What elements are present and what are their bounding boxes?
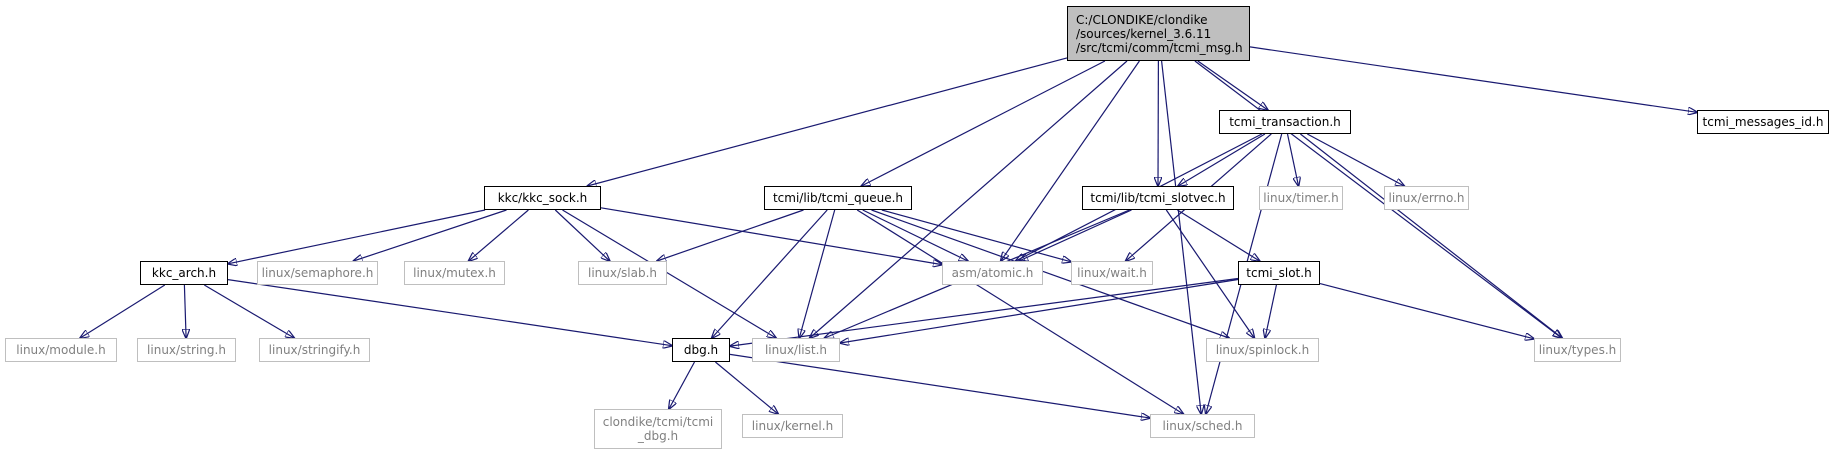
- edge-tcmi-transaction-to-linux-errno: [1307, 133, 1404, 186]
- edge-kkc-sock-to-linux-list: [562, 209, 777, 338]
- edge-root-to-tcmi-queue: [861, 60, 1106, 186]
- edge-kkc-sock-to-asm-atomic: [600, 207, 942, 265]
- node-label: /sources/kernel_3.6.11: [1076, 26, 1212, 41]
- node-label: linux/wait.h: [1077, 266, 1147, 280]
- node-asm-atomic[interactable]: asm/atomic.h: [942, 261, 1043, 285]
- node-linux-stringify[interactable]: linux/stringify.h: [259, 338, 370, 362]
- edge-tcmi-slotvec-to-tcmi-slot: [1177, 209, 1259, 261]
- node-linux-wait[interactable]: linux/wait.h: [1071, 261, 1153, 285]
- edge-tcmi-queue-to-linux-sched: [856, 209, 1183, 414]
- node-tcmi-transaction[interactable]: tcmi_transaction.h: [1219, 110, 1351, 134]
- node-tcmi-queue[interactable]: tcmi/lib/tcmi_queue.h: [764, 186, 912, 210]
- node-label: clondike/tcmi/tcmi: [602, 415, 714, 429]
- node-dbg[interactable]: dbg.h: [672, 338, 730, 362]
- edge-tcmi-queue-to-linux-wait: [881, 209, 1071, 262]
- node-label: linux/errno.h: [1388, 191, 1465, 205]
- node-linux-module[interactable]: linux/module.h: [5, 338, 117, 362]
- node-label: C:/CLONDIKE/clondike: [1076, 12, 1208, 27]
- edge-tcmi-slot-to-linux-spinlock: [1265, 284, 1277, 338]
- node-label: asm/atomic.h: [951, 266, 1034, 280]
- node-tcmi-messages-id[interactable]: tcmi_messages_id.h: [1697, 110, 1829, 134]
- edge-root-to-linux-list: [810, 60, 1128, 338]
- node-label: tcmi_transaction.h: [1229, 115, 1341, 129]
- node-linux-sched[interactable]: linux/sched.h: [1150, 414, 1255, 438]
- edge-root-to-linux-sched: [1161, 60, 1202, 414]
- edge-root-to-asm-atomic: [1001, 60, 1140, 261]
- edge-tcmi-queue-to-asm-atomic: [862, 209, 968, 261]
- node-linux-errno[interactable]: linux/errno.h: [1384, 186, 1469, 210]
- edge-tcmi-slot-to-dbg: [730, 277, 1239, 347]
- node-label: linux/sched.h: [1162, 419, 1243, 433]
- node-label: linux/stringify.h: [268, 343, 361, 357]
- node-label: linux/spinlock.h: [1215, 343, 1310, 357]
- node-clondike-dbg[interactable]: clondike/tcmi/tcmi_dbg.h: [594, 409, 722, 449]
- node-label: linux/timer.h: [1263, 191, 1339, 205]
- edge-root-to-linux-types: [1194, 60, 1562, 338]
- node-linux-string[interactable]: linux/string.h: [137, 338, 236, 362]
- edge-kkc-arch-to-dbg: [227, 279, 672, 346]
- edge-tcmi-slotvec-to-linux-spinlock: [1165, 209, 1254, 338]
- edge-tcmi-transaction-to-linux-types: [1300, 133, 1562, 338]
- edge-dbg-to-linux-kernel: [715, 361, 778, 414]
- edge-kkc-sock-to-linux-slab: [554, 209, 609, 261]
- edge-kkc-arch-to-linux-stringify: [203, 284, 294, 338]
- node-root[interactable]: C:/CLONDIKE/clondike/sources/kernel_3.6.…: [1067, 6, 1250, 61]
- edge-kkc-arch-to-linux-string: [184, 284, 186, 338]
- node-linux-list[interactable]: linux/list.h: [752, 338, 840, 362]
- edge-tcmi-queue-to-linux-slab: [657, 209, 804, 261]
- node-linux-spinlock[interactable]: linux/spinlock.h: [1206, 338, 1319, 362]
- node-label: kkc/kkc_sock.h: [497, 191, 588, 205]
- edge-tcmi-queue-to-linux-spinlock: [871, 209, 1230, 338]
- edge-tcmi-queue-to-dbg: [712, 209, 828, 338]
- node-tcmi-slotvec[interactable]: tcmi/lib/tcmi_slotvec.h: [1082, 186, 1234, 210]
- edge-kkc-sock-to-linux-mutex: [469, 209, 529, 261]
- edge-tcmi-queue-to-linux-list: [799, 209, 836, 338]
- node-linux-types[interactable]: linux/types.h: [1534, 338, 1621, 362]
- edge-dbg-to-linux-sched: [729, 353, 1150, 418]
- node-linux-semaphore[interactable]: linux/semaphore.h: [257, 261, 378, 285]
- edge-tcmi-slot-to-linux-list: [840, 278, 1239, 344]
- node-label: /src/tcmi/comm/tcmi_msg.h: [1076, 40, 1243, 55]
- node-linux-kernel[interactable]: linux/kernel.h: [742, 414, 843, 438]
- node-linux-slab[interactable]: linux/slab.h: [578, 261, 667, 285]
- node-tcmi-slot[interactable]: tcmi_slot.h: [1238, 261, 1320, 285]
- edge-root-to-tcmi-messages-id: [1249, 46, 1697, 112]
- node-kkc-arch[interactable]: kkc_arch.h: [140, 261, 228, 285]
- node-label: dbg.h: [683, 343, 719, 357]
- node-label: tcmi/lib/tcmi_queue.h: [772, 191, 904, 205]
- node-label: linux/mutex.h: [413, 266, 496, 280]
- edge-root-to-tcmi-transaction: [1197, 60, 1268, 110]
- node-label: linux/types.h: [1538, 343, 1617, 357]
- edge-dbg-to-clondike-dbg: [669, 361, 696, 409]
- node-label: _dbg.h: [637, 429, 679, 443]
- node-label: kkc_arch.h: [151, 266, 217, 280]
- edge-kkc-sock-to-kkc-arch: [228, 209, 486, 264]
- node-label: linux/list.h: [764, 343, 828, 357]
- node-linux-mutex[interactable]: linux/mutex.h: [404, 261, 505, 285]
- node-label: linux/module.h: [16, 343, 106, 357]
- edge-root-to-kkc-sock: [587, 57, 1068, 186]
- node-label: linux/slab.h: [588, 266, 657, 280]
- node-linux-timer[interactable]: linux/timer.h: [1259, 186, 1343, 210]
- node-kkc-sock[interactable]: kkc/kkc_sock.h: [484, 186, 601, 210]
- node-label: linux/string.h: [147, 343, 226, 357]
- node-label: linux/kernel.h: [751, 419, 834, 433]
- node-label: tcmi/lib/tcmi_slotvec.h: [1090, 191, 1226, 205]
- node-label: linux/semaphore.h: [261, 266, 374, 280]
- node-label: tcmi_messages_id.h: [1702, 115, 1824, 129]
- edge-kkc-arch-to-linux-module: [80, 284, 166, 338]
- edge-tcmi-slot-to-linux-types: [1319, 283, 1534, 339]
- edge-tcmi-transaction-to-tcmi-slotvec: [1178, 133, 1266, 186]
- edge-tcmi-transaction-to-linux-timer: [1286, 133, 1299, 186]
- edge-kkc-sock-to-linux-semaphore: [354, 209, 507, 261]
- node-label: tcmi_slot.h: [1246, 266, 1312, 280]
- edge-tcmi-slotvec-to-asm-atomic: [1019, 209, 1132, 261]
